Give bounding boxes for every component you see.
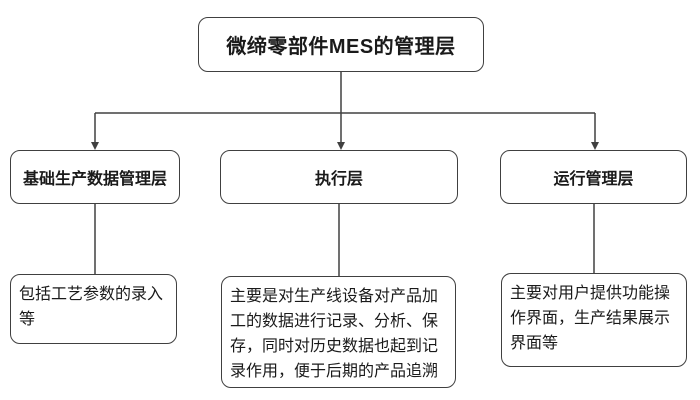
branch-node-basic-production-data: 基础生产数据管理层	[10, 150, 180, 204]
branch-node-label: 基础生产数据管理层	[22, 171, 167, 188]
leaf-node-text: 主要是对生产线设备对产品加工的数据进行记录、分析、保存，同时对历史数据也起到记录…	[230, 288, 439, 380]
branch-node-label: 执行层	[314, 171, 363, 188]
branch-node-execution-layer: 执行层	[220, 150, 458, 204]
leaf-node-basic-data-description: 包括工艺参数的录入等	[10, 274, 177, 344]
leaf-node-text: 包括工艺参数的录入等	[19, 286, 164, 328]
branch-node-label: 运行管理层	[553, 171, 634, 188]
leaf-node-operation-description: 主要对用户提供功能操作界面，生产结果展示界面等	[501, 273, 687, 367]
leaf-node-text: 主要对用户提供功能操作界面，生产结果展示界面等	[510, 285, 671, 352]
arrowhead-right-icon	[591, 142, 599, 150]
branch-node-operation-management-layer: 运行管理层	[500, 150, 687, 204]
arrowhead-left-icon	[91, 142, 99, 150]
root-node-mes-management-layer: 微缔零部件MES的管理层	[198, 17, 484, 72]
arrowhead-center-icon	[337, 142, 345, 150]
root-node-label: 微缔零部件MES的管理层	[226, 36, 456, 58]
leaf-node-execution-description: 主要是对生产线设备对产品加工的数据进行记录、分析、保存，同时对历史数据也起到记录…	[221, 276, 456, 388]
